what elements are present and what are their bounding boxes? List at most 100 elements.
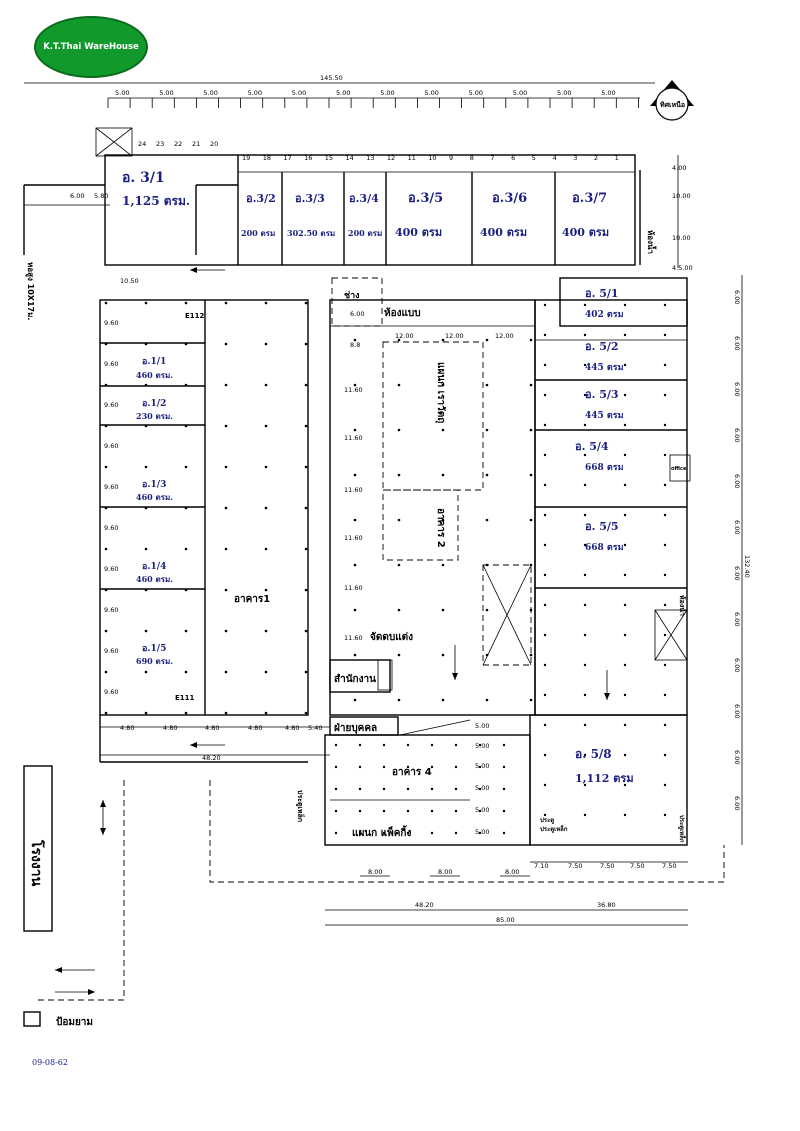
- right-row-dim: 6.00: [733, 428, 741, 442]
- column-dot: [224, 588, 228, 592]
- bay-number: 13: [366, 154, 374, 162]
- bay-number: 8: [470, 154, 474, 162]
- small-office-label: office: [671, 466, 687, 472]
- column-dot: [104, 465, 108, 469]
- zone-a58-name: อ. 5/8: [575, 747, 612, 761]
- room-model-label: ห้องแบบ: [384, 307, 421, 319]
- column-dot: [663, 723, 667, 727]
- column-dot: [623, 513, 627, 517]
- column-dot: [543, 543, 547, 547]
- door-label-right: ประตูเหล็ก: [677, 815, 687, 843]
- column-dot: [264, 547, 268, 551]
- zone-a37-name: อ.3/7: [572, 191, 607, 206]
- e111-label: E111: [175, 694, 195, 702]
- perimeter-fence: [209, 780, 725, 883]
- column-dot: [304, 342, 308, 346]
- factory-outline: [23, 765, 53, 932]
- column-dot: [304, 629, 308, 633]
- zone-a31-area: 1,125 ตรม.: [122, 194, 190, 208]
- column-dot: [663, 513, 667, 517]
- zone-a58-outline: [529, 714, 688, 846]
- bay-dim: 4.80: [163, 724, 177, 732]
- row-dim: 9.60: [104, 688, 118, 696]
- column-dot: [224, 424, 228, 428]
- zone-a33-area: 302.50 ตรม: [287, 228, 335, 238]
- dim-8-00-a: 8.00: [368, 868, 382, 876]
- column-dot: [382, 787, 386, 791]
- column-dot: [454, 765, 458, 769]
- zone-a31-name: อ. 3/1: [122, 170, 165, 186]
- column-dot: [144, 424, 148, 428]
- column-dot: [264, 670, 268, 674]
- column-dot: [406, 765, 410, 769]
- bay-dim: 4.80: [248, 724, 262, 732]
- bay-number: 7: [490, 154, 494, 162]
- column-dot: [454, 743, 458, 747]
- bay-number: 10: [428, 154, 436, 162]
- column-dot: [623, 423, 627, 427]
- zone-a14-name: อ.1/4: [142, 562, 166, 572]
- column-dot: [304, 506, 308, 510]
- factory-label: โรงงาน: [28, 839, 46, 887]
- column-dot: [441, 518, 445, 522]
- column-dot: [543, 483, 547, 487]
- column-dot: [543, 453, 547, 457]
- column-dot: [529, 563, 533, 567]
- dim-85-00: 85.00: [496, 916, 515, 924]
- column-dot: [583, 453, 587, 457]
- column-dot: [583, 693, 587, 697]
- right-row-dim: 6.00: [733, 704, 741, 718]
- column-dot: [529, 473, 533, 477]
- column-dot: [430, 831, 434, 835]
- column-dot: [334, 787, 338, 791]
- column-dot: [502, 743, 506, 747]
- zone-a12-name: อ.1/2: [142, 399, 166, 409]
- column-dot: [583, 363, 587, 367]
- row-dim: 9.60: [104, 565, 118, 573]
- column-dot: [583, 723, 587, 727]
- column-dot: [502, 809, 506, 813]
- column-dot: [334, 743, 338, 747]
- column-dot: [623, 333, 627, 337]
- gate-label: ประตู: [540, 816, 554, 825]
- column-dot: [623, 693, 627, 697]
- column-dot: [543, 363, 547, 367]
- zone-a55-name: อ. 5/5: [585, 520, 619, 533]
- bay-number: 16: [304, 154, 312, 162]
- column-dot: [224, 506, 228, 510]
- column-dot: [104, 547, 108, 551]
- column-dot: [358, 831, 362, 835]
- column-dot: [104, 670, 108, 674]
- building-1-row-dims: 9.609.609.609.609.609.609.609.609.609.60: [104, 319, 118, 696]
- column-dot: [104, 301, 108, 305]
- column-dot: [583, 333, 587, 337]
- column-dot: [144, 588, 148, 592]
- column-dot: [583, 393, 587, 397]
- zone-a54-area: 668 ตรม: [585, 463, 624, 473]
- column-dot: [144, 711, 148, 715]
- column-dot: [304, 711, 308, 715]
- column-dot: [144, 301, 148, 305]
- bay-number: 4: [553, 154, 557, 162]
- bay-label: 5.00: [513, 89, 527, 97]
- packing-label: แผนก แพ็คกิ้ง: [352, 825, 411, 839]
- column-dot: [144, 465, 148, 469]
- column-dot: [623, 303, 627, 307]
- row-dim: 5.00: [475, 828, 489, 836]
- iron-door-label: ประตูเหล็ก: [540, 824, 568, 834]
- column-dot: [485, 653, 489, 657]
- column-dot: [353, 338, 357, 342]
- column-dot: [543, 693, 547, 697]
- column-dot: [583, 423, 587, 427]
- top-total-dim: 145.50: [320, 74, 343, 82]
- column-dot: [353, 563, 357, 567]
- bay-dim: 4.80: [285, 724, 299, 732]
- column-dot: [623, 573, 627, 577]
- column-dot: [184, 301, 188, 305]
- row-dim: 5.00: [475, 762, 489, 770]
- bay-label: 5.00: [601, 89, 615, 97]
- column-dot: [397, 473, 401, 477]
- column-dot: [264, 465, 268, 469]
- column-dot: [543, 513, 547, 517]
- logo-text: K.T.Thai WareHouse: [43, 42, 139, 52]
